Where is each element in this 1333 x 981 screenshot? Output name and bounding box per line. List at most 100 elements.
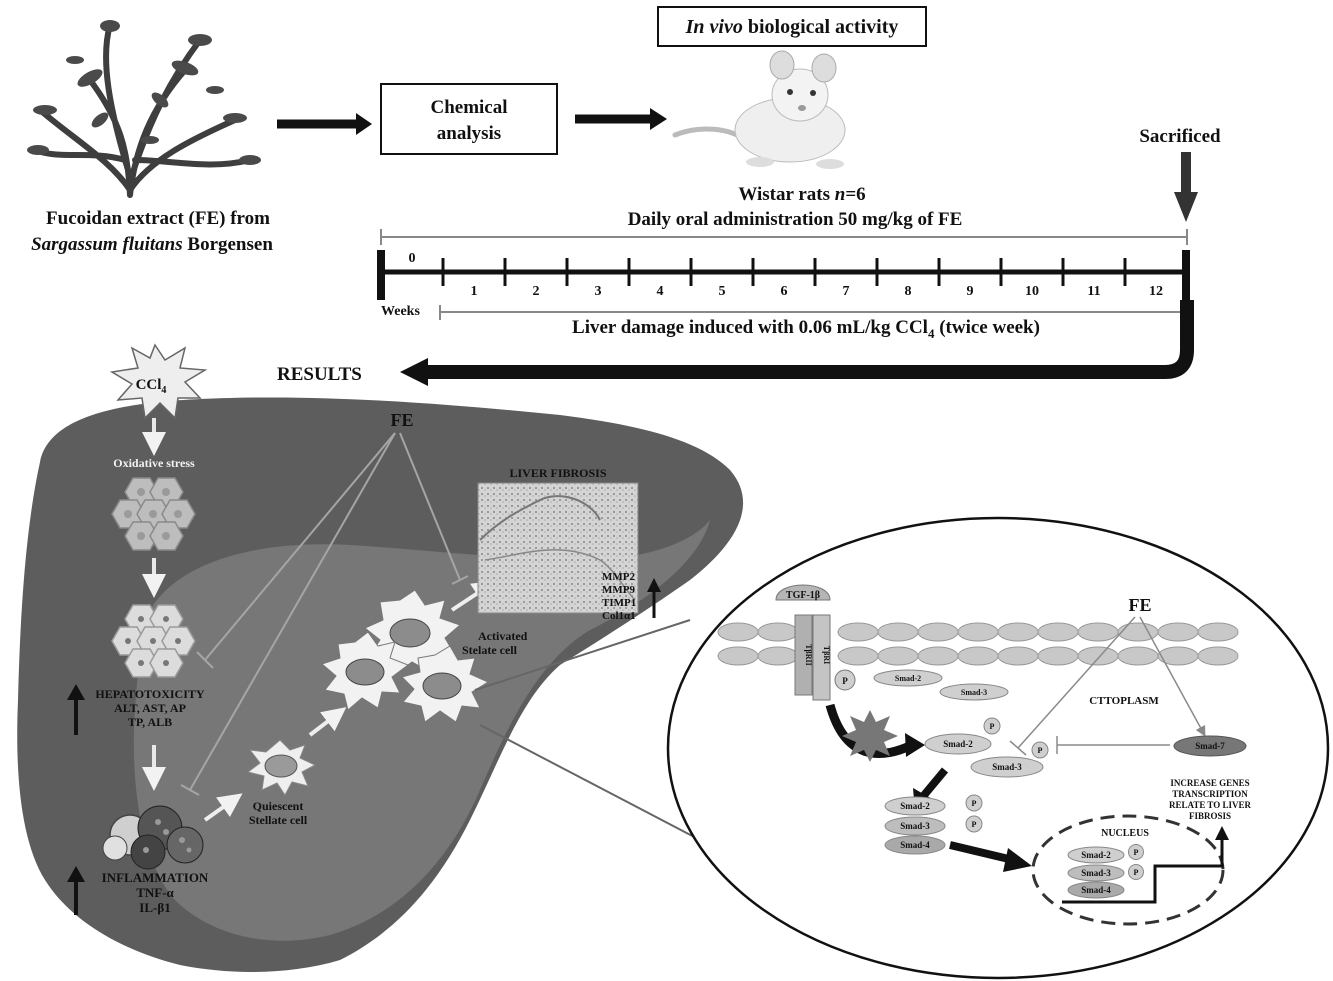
membrane-lipid	[1117, 646, 1159, 666]
membrane-lipid	[877, 646, 919, 666]
smad7	[1173, 735, 1247, 757]
nuclear-smad2-label: Smad-2	[1081, 850, 1111, 860]
receptor-i	[812, 614, 831, 701]
activation-burst	[842, 710, 898, 762]
receptor-ii-label: TβRII	[804, 644, 813, 666]
results-label: RESULTS	[277, 364, 362, 385]
nuclear-import-arrow-head	[1003, 848, 1032, 872]
rat-image	[672, 50, 846, 169]
source-species: Sargassum fluitans	[31, 234, 183, 255]
zoom-connectors	[474, 619, 701, 841]
arrow-to-analysis-head	[356, 113, 372, 135]
complex-smad2-label: Smad-2	[900, 801, 930, 811]
ccl4-protocol-text: Liver damage induced with 0.06 mL/kg CCl	[572, 317, 928, 338]
chemical-analysis-line1: Chemical	[430, 97, 507, 118]
inflammation-up-arrow-head	[67, 866, 85, 882]
nuclear-smad3-p	[1128, 864, 1144, 880]
seaweed-image	[27, 20, 261, 198]
membrane-lipid	[837, 646, 879, 666]
inflammation-line2: TNF-α	[136, 885, 174, 900]
nucleus	[1031, 814, 1225, 926]
complex-smad3-label: Smad-3	[900, 821, 930, 831]
histology-fiber-1	[479, 495, 601, 541]
hepatotoxicity-line2: ALT, AST, AP	[114, 701, 186, 715]
receptor-i-label: TβRI	[822, 646, 831, 664]
membrane-lipid	[877, 622, 919, 642]
dosing-bracket	[380, 229, 1188, 245]
results-arrow	[425, 300, 1194, 379]
receptor-ii	[794, 614, 813, 696]
week-label: 10	[1025, 284, 1039, 299]
inflammation-line3: IL-β1	[139, 900, 170, 915]
week-label: 12	[1149, 284, 1163, 299]
smad2-cytoplasm-label: Smad-2	[895, 674, 921, 683]
membrane-lipid	[1197, 646, 1239, 666]
nucleus-label: NUCLEUS	[1101, 828, 1149, 839]
membrane-lipid	[1077, 622, 1119, 642]
week-label: 9	[967, 284, 974, 299]
complex-smad2	[884, 796, 946, 816]
smad3-phospho-p-label: P	[1038, 746, 1043, 755]
liver-fibrosis-histology-frame	[477, 482, 639, 614]
rats-n: n	[835, 184, 846, 205]
dosing-label: Daily oral administration 50 mg/kg of FE	[628, 209, 963, 230]
in-vivo-box	[657, 6, 927, 47]
histology-fiber-2	[484, 549, 636, 601]
nuclear-smad2-p-label: P	[1134, 848, 1139, 857]
membrane-lipid	[957, 646, 999, 666]
membrane-lipid	[1037, 646, 1079, 666]
smad3-phospho-p	[1031, 741, 1049, 759]
membrane-lipid	[917, 646, 959, 666]
activation-curve-arrow-head	[905, 733, 925, 757]
in-vivo-rest: biological activity	[743, 16, 899, 38]
source-line-1: Fucoidan extract (FE) from	[46, 208, 270, 229]
week-label: 3	[595, 284, 602, 299]
liver-inner-lobe	[133, 520, 710, 941]
nuclear-smad2	[1067, 846, 1125, 864]
marker-col1a1: Col1α1	[602, 610, 636, 622]
complex-smad2-p-label: P	[972, 799, 977, 808]
smad2-phospho-p-label: P	[990, 722, 995, 731]
smad3-cytoplasm-label: Smad-3	[961, 688, 987, 697]
liver-fibrosis-histology	[477, 482, 639, 614]
membrane-lipid	[1077, 646, 1119, 666]
smad2-phospho	[924, 733, 992, 755]
timeline-end-bar	[1182, 250, 1190, 300]
hepatotoxicity-line3: TP, ALB	[128, 715, 172, 729]
smad7-label: Smad-7	[1195, 741, 1225, 751]
membrane-lipid	[837, 622, 879, 642]
phosphate-receptor	[834, 669, 856, 691]
ccl4-main: CCl	[136, 377, 162, 393]
increase-line3: RELATE TO LIVER	[1169, 800, 1252, 810]
transcription-arrow-head	[1215, 826, 1229, 840]
membrane-lipid	[917, 622, 959, 642]
arrow-to-rat-head	[650, 108, 667, 130]
smad3-phospho-label: Smad-3	[992, 762, 1022, 772]
week-label: 8	[905, 284, 912, 299]
marker-mmp9: MMP9	[602, 584, 635, 596]
in-vivo-title: In vivo biological activity	[685, 16, 899, 38]
week-label: 2	[533, 284, 540, 299]
fe-inhibition-lines	[180, 432, 469, 796]
smad2-phospho-p	[983, 717, 1001, 735]
smad3-phospho	[970, 756, 1044, 778]
activated-line2: Stelate cell	[462, 643, 518, 657]
results-arrow-head	[400, 358, 428, 386]
increase-line4: FIBROSIS	[1189, 811, 1231, 821]
timeline-start-bar	[377, 250, 385, 300]
smad2-cytoplasm	[873, 669, 943, 687]
source-authority: Borgensen	[183, 234, 274, 255]
membrane-lipid	[997, 622, 1039, 642]
complex-smad3-p	[965, 815, 983, 833]
membrane-lipid	[717, 622, 759, 642]
ccl4-sub: 4	[161, 385, 166, 396]
week-label: 11	[1087, 284, 1100, 299]
quiescent-line2: Stellate cell	[249, 813, 308, 827]
week-label: 6	[781, 284, 788, 299]
week-label: 4	[657, 284, 664, 299]
liver-fibrosis-label: LIVER FIBROSIS	[509, 466, 606, 480]
sacrificed-arrow-shaft	[1181, 152, 1191, 194]
cell-membrane	[717, 622, 1239, 666]
